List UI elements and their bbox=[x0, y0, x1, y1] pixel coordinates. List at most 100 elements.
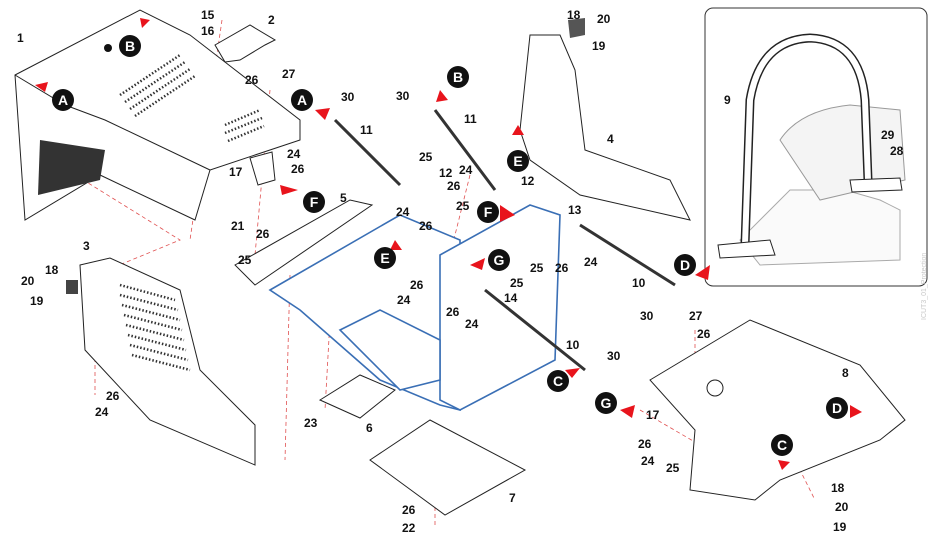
part-label: 12 bbox=[439, 166, 453, 180]
part-label: 25 bbox=[666, 461, 680, 475]
part-label: 25 bbox=[510, 276, 524, 290]
part-label: 26 bbox=[697, 327, 711, 341]
part-number-labels: 1 2 15 16 26 27 24 26 17 30 11 30 11 25 … bbox=[17, 8, 904, 535]
part-label: 4 bbox=[607, 132, 614, 146]
part-17-bracket bbox=[249, 151, 276, 186]
part-label: 1 bbox=[17, 31, 24, 45]
part-label: 6 bbox=[366, 421, 373, 435]
part-label: 25 bbox=[530, 261, 544, 275]
svg-text:A: A bbox=[297, 92, 307, 108]
part-label: 19 bbox=[592, 39, 606, 53]
part-label: 26 bbox=[410, 278, 424, 292]
part-label: 30 bbox=[396, 89, 410, 103]
part-label: 26 bbox=[446, 305, 460, 319]
part-label: 5 bbox=[340, 191, 347, 205]
callout-C-2: C bbox=[771, 434, 793, 456]
part-label: 17 bbox=[229, 165, 243, 179]
svg-text:G: G bbox=[494, 252, 505, 268]
callout-B-1: B bbox=[119, 35, 141, 57]
part-label: 2 bbox=[268, 13, 275, 27]
part-label: 25 bbox=[238, 253, 252, 267]
part-4-side-panel bbox=[519, 34, 691, 221]
part-label: 24 bbox=[459, 163, 473, 177]
callout-A-1: A bbox=[52, 89, 74, 111]
part-8-front-hood bbox=[649, 319, 906, 501]
part-label: 26 bbox=[638, 437, 652, 451]
part-label: 20 bbox=[21, 274, 35, 288]
part-label: 26 bbox=[402, 503, 416, 517]
watermark: ICUT3_01_Protection bbox=[921, 253, 928, 320]
part-label: 25 bbox=[419, 150, 433, 164]
part-label: 24 bbox=[396, 205, 410, 219]
callout-F-2: F bbox=[477, 201, 499, 223]
part-5-cross-beam bbox=[234, 199, 374, 286]
direction-arrows bbox=[35, 18, 862, 470]
part-label: 27 bbox=[689, 309, 703, 323]
part-label: 20 bbox=[597, 12, 611, 26]
gas-struts bbox=[333, 109, 676, 372]
part-label: 15 bbox=[201, 8, 215, 22]
part-label: 13 bbox=[568, 203, 582, 217]
part-label: 24 bbox=[465, 317, 479, 331]
part-label: 24 bbox=[287, 147, 301, 161]
part-label: 17 bbox=[646, 408, 660, 422]
part-label: 18 bbox=[567, 8, 581, 22]
callout-G-1: G bbox=[488, 249, 510, 271]
part-label: 28 bbox=[890, 144, 904, 158]
part-label: 26 bbox=[419, 219, 433, 233]
svg-text:G: G bbox=[601, 395, 612, 411]
svg-text:E: E bbox=[380, 250, 389, 266]
part-label: 23 bbox=[304, 416, 318, 430]
callout-F-1: F bbox=[303, 191, 325, 213]
part-label: 8 bbox=[842, 366, 849, 380]
part-label: 11 bbox=[360, 123, 373, 137]
part-label: 21 bbox=[231, 219, 245, 233]
part-label: 22 bbox=[402, 521, 416, 535]
svg-text:F: F bbox=[484, 204, 493, 220]
svg-text:A: A bbox=[58, 92, 68, 108]
part-6-cover-plate bbox=[318, 374, 396, 419]
part-18-latch bbox=[66, 280, 78, 294]
part-label: 9 bbox=[724, 93, 731, 107]
part-label: 19 bbox=[30, 294, 44, 308]
part-label: 26 bbox=[555, 261, 569, 275]
part-label: 14 bbox=[504, 291, 518, 305]
svg-text:E: E bbox=[513, 153, 522, 169]
svg-text:B: B bbox=[125, 38, 135, 54]
part-7-tray bbox=[369, 419, 527, 516]
part-2-plate bbox=[214, 24, 277, 63]
callout-D-2: D bbox=[826, 397, 848, 419]
part-label: 11 bbox=[464, 112, 477, 126]
callout-C-1: C bbox=[547, 370, 569, 392]
part-label: 3 bbox=[83, 239, 90, 253]
part-label: 10 bbox=[566, 338, 580, 352]
part-3-side-panel bbox=[79, 257, 256, 466]
part-18-latch-top bbox=[568, 18, 585, 38]
part-label: 10 bbox=[632, 276, 646, 290]
part-label: 30 bbox=[607, 349, 621, 363]
part-label: 26 bbox=[256, 227, 270, 241]
part-label: 24 bbox=[584, 255, 598, 269]
part-label: 27 bbox=[282, 67, 296, 81]
part-label: 26 bbox=[447, 179, 461, 193]
callout-G-2: G bbox=[595, 392, 617, 414]
svg-text:D: D bbox=[832, 400, 842, 416]
part-label: 18 bbox=[831, 481, 845, 495]
inset-roll-bar bbox=[717, 33, 906, 266]
callout-B-2: B bbox=[447, 66, 469, 88]
part-label: 16 bbox=[201, 24, 215, 38]
part-label: 24 bbox=[397, 293, 411, 307]
callout-E-2: E bbox=[374, 247, 396, 269]
part-label: 12 bbox=[521, 174, 535, 188]
part-label: 30 bbox=[341, 90, 355, 104]
svg-text:C: C bbox=[777, 437, 787, 453]
part-label: 18 bbox=[45, 263, 59, 277]
svg-text:C: C bbox=[553, 373, 563, 389]
part-label: 26 bbox=[291, 162, 305, 176]
part-label: 29 bbox=[881, 128, 895, 142]
callout-A-2: A bbox=[291, 89, 313, 111]
main-chassis-frame bbox=[268, 204, 561, 412]
part-label: 20 bbox=[835, 500, 849, 514]
svg-text:D: D bbox=[680, 257, 690, 273]
